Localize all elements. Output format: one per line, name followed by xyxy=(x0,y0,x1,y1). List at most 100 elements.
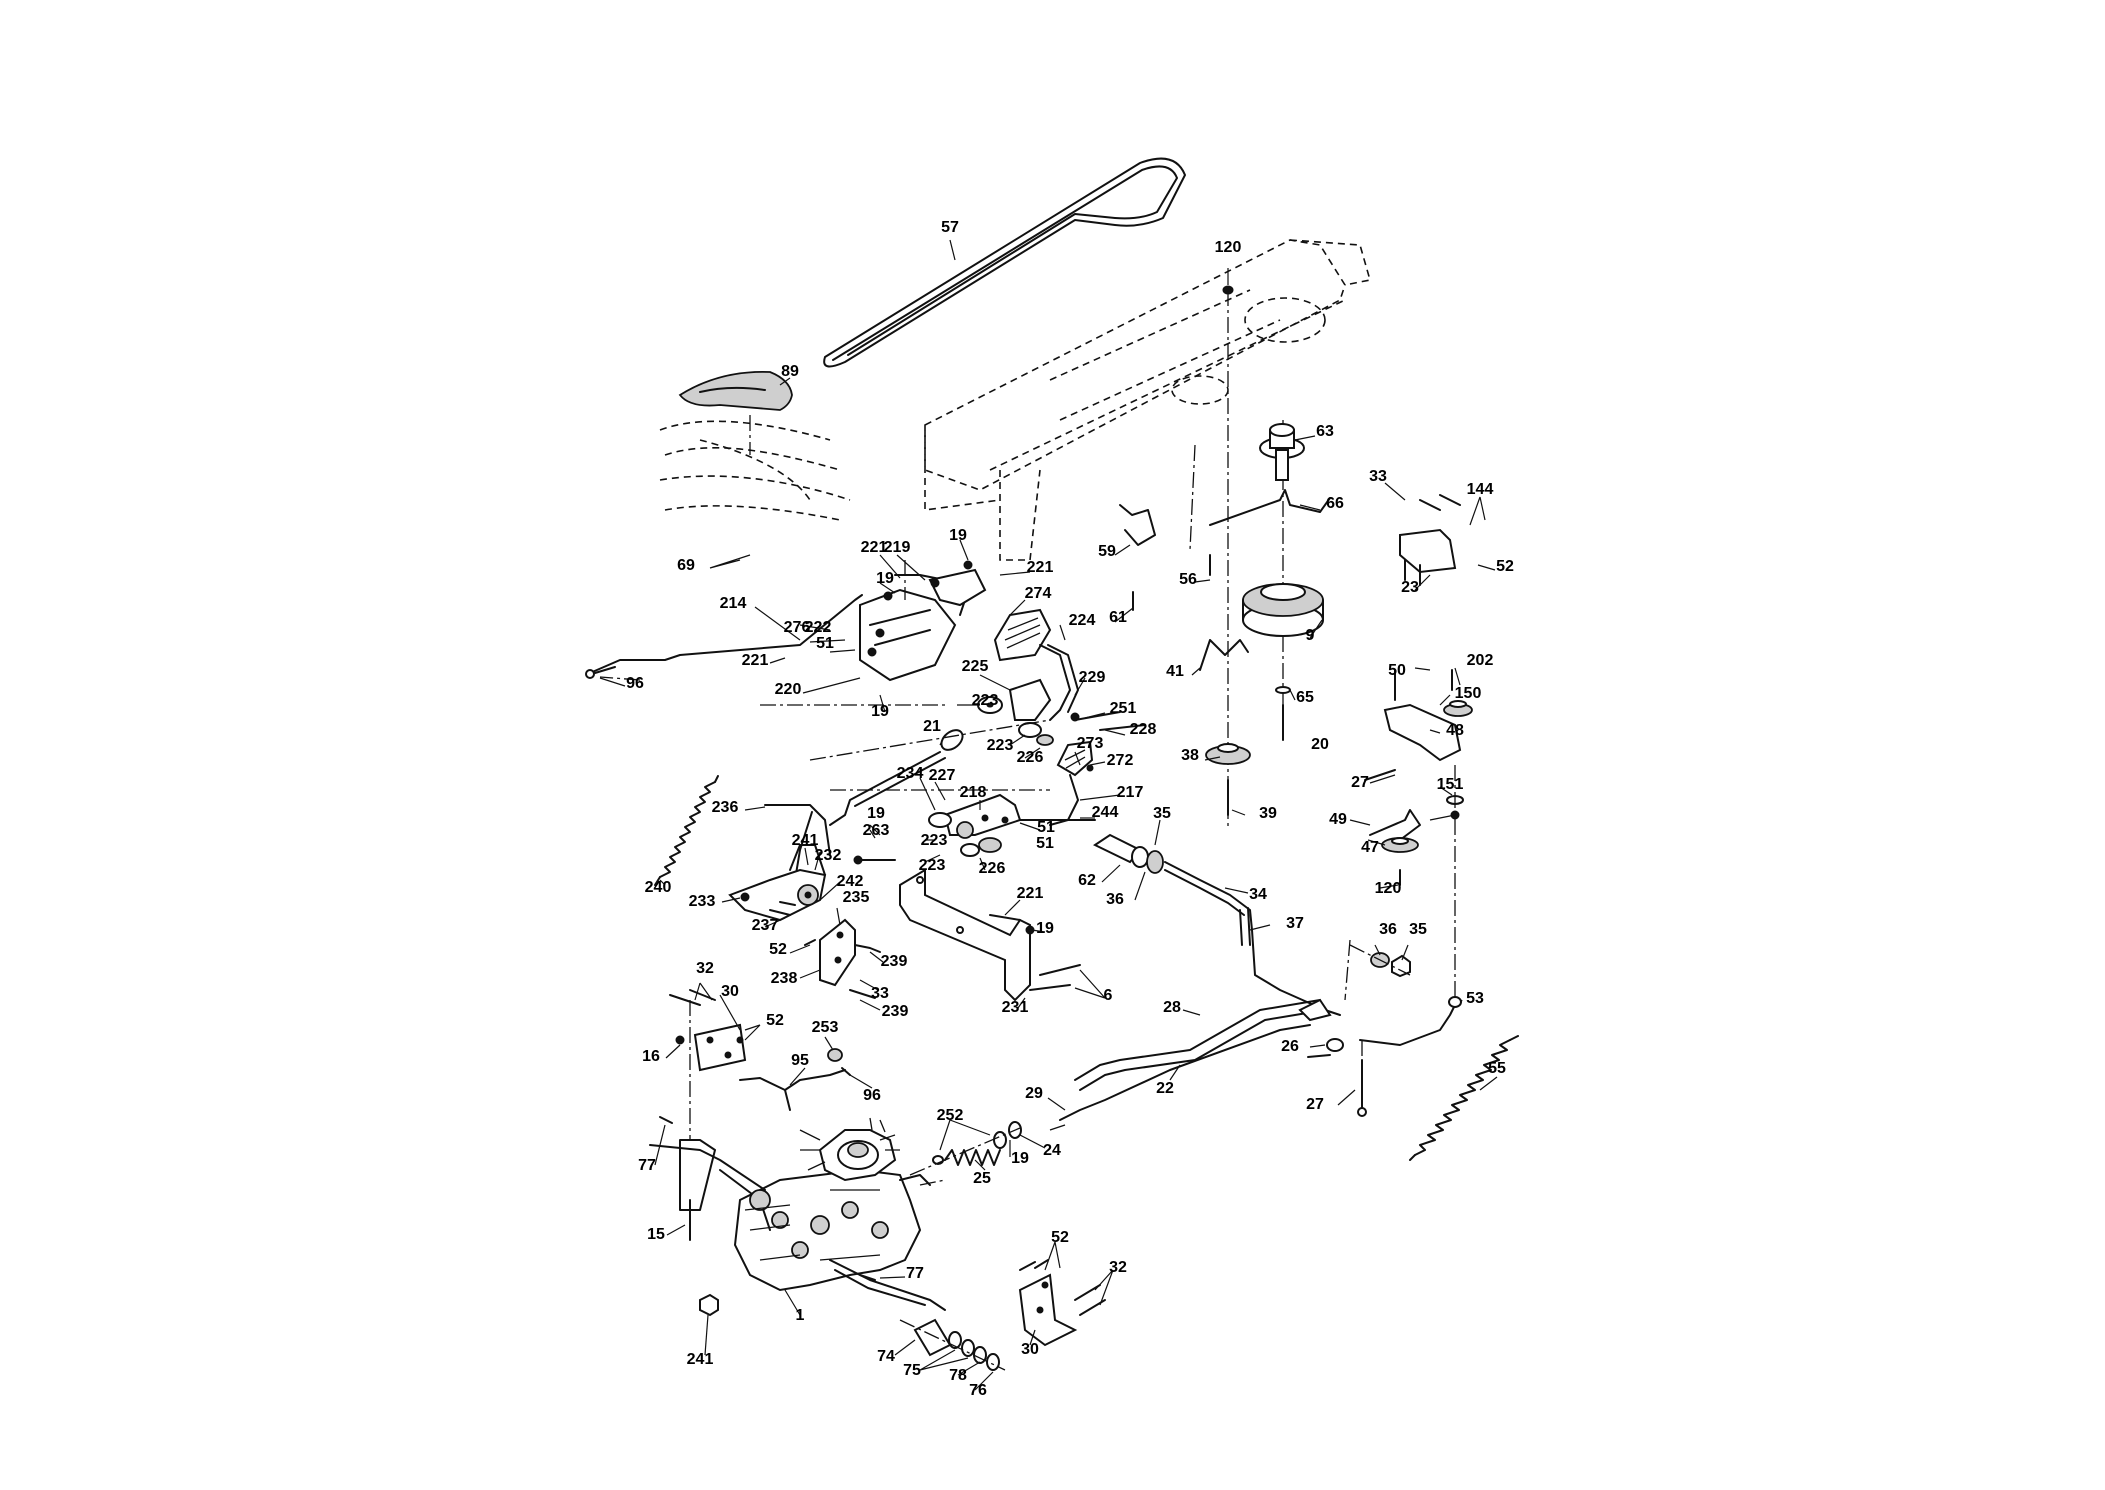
bolt-239-a xyxy=(854,944,881,953)
callout-33: 33 xyxy=(1369,468,1387,485)
callout-223: 223 xyxy=(919,857,946,874)
callout-241: 241 xyxy=(687,1351,714,1368)
bracket-220 xyxy=(859,574,966,682)
callout-77: 77 xyxy=(638,1157,656,1174)
callout-253: 253 xyxy=(812,1019,839,1036)
lever-234 xyxy=(829,729,964,826)
callout-76: 76 xyxy=(969,1382,987,1399)
callout-19: 19 xyxy=(876,570,894,587)
spring-240 xyxy=(654,775,719,886)
callout-66: 66 xyxy=(1326,495,1344,512)
washer-226-lower xyxy=(978,837,1002,853)
callout-144: 144 xyxy=(1467,481,1494,498)
callout-38: 38 xyxy=(1181,747,1199,764)
pedal-arm-217 xyxy=(1049,774,1079,826)
callout-226: 226 xyxy=(1017,749,1044,766)
bracket-225 xyxy=(1008,678,1052,721)
callout-239: 239 xyxy=(881,953,908,970)
callout-1: 1 xyxy=(796,1307,805,1324)
callout-37: 37 xyxy=(1286,915,1304,932)
callout-30: 30 xyxy=(721,983,739,1000)
rod-53 xyxy=(1359,1004,1456,1046)
callout-53: 53 xyxy=(1466,990,1484,1007)
callout-19: 19 xyxy=(867,805,885,822)
axle-stack-74 xyxy=(899,1318,1006,1371)
pedal-arm-224 xyxy=(1039,644,1071,721)
callout-96: 96 xyxy=(626,675,644,692)
bracket-219 xyxy=(928,560,987,607)
callout-32: 32 xyxy=(696,960,714,977)
bolt-stack-right xyxy=(1364,765,1464,1000)
bracket-59 xyxy=(1119,504,1156,546)
pin-77-upper xyxy=(659,1116,673,1124)
electric-clutch xyxy=(1242,583,1324,637)
callout-33: 33 xyxy=(871,985,889,1002)
callout-223: 223 xyxy=(921,832,948,849)
callout-241: 241 xyxy=(792,832,819,849)
callout-52: 52 xyxy=(1496,558,1514,575)
callout-229: 229 xyxy=(1079,669,1106,686)
callout-27: 27 xyxy=(1306,1096,1324,1113)
callout-leaders xyxy=(599,239,1498,1391)
callout-52: 52 xyxy=(766,1012,784,1029)
callout-24: 24 xyxy=(1043,1142,1061,1159)
callout-55: 55 xyxy=(1488,1060,1506,1077)
callout-78: 78 xyxy=(949,1367,967,1384)
callout-9: 9 xyxy=(1306,627,1315,644)
clutch-wire-lower xyxy=(1199,639,1249,671)
washer-223-lower-b xyxy=(960,843,980,857)
callout-30: 30 xyxy=(1021,1341,1039,1358)
callout-233: 233 xyxy=(689,893,716,910)
callout-239: 239 xyxy=(882,1003,909,1020)
callout-75: 75 xyxy=(903,1362,921,1379)
nut-120-top xyxy=(1222,285,1234,295)
clutch-wire xyxy=(1209,489,1331,526)
idler-pulley-47 xyxy=(1369,809,1421,886)
rod-95 xyxy=(739,1048,851,1111)
bracket-231 xyxy=(899,868,1035,1002)
callout-221: 221 xyxy=(742,652,769,669)
washer-226-upper xyxy=(1036,734,1054,746)
bolt-221-lower xyxy=(989,914,1021,921)
callout-217: 217 xyxy=(1117,784,1144,801)
callout-95: 95 xyxy=(791,1052,809,1069)
callout-220: 220 xyxy=(775,681,802,698)
callout-49: 49 xyxy=(1329,811,1347,828)
callout-16: 16 xyxy=(642,1048,660,1065)
bolt-228 xyxy=(1099,724,1146,731)
rod-236 xyxy=(764,804,831,856)
callout-21: 21 xyxy=(923,718,941,735)
callout-69: 69 xyxy=(677,557,695,574)
callout-232: 232 xyxy=(815,847,842,864)
bracket-238 xyxy=(804,918,856,987)
callout-273: 273 xyxy=(1077,735,1104,752)
callout-59: 59 xyxy=(1098,543,1116,560)
callout-labels: 5712089633314466522359566922121919221192… xyxy=(626,219,1514,1399)
callout-50: 50 xyxy=(1388,662,1406,679)
callout-234: 234 xyxy=(897,765,924,782)
callout-221: 221 xyxy=(1017,885,1044,902)
callout-48: 48 xyxy=(1446,722,1464,739)
callout-74: 74 xyxy=(877,1348,895,1365)
callout-223: 223 xyxy=(987,737,1014,754)
callout-224: 224 xyxy=(1069,612,1096,629)
bolt-6-b xyxy=(1029,984,1071,991)
callout-52: 52 xyxy=(769,941,787,958)
callout-231: 231 xyxy=(1002,999,1029,1016)
bracket-30-lower xyxy=(1018,1259,1106,1347)
clutch-axis xyxy=(1227,290,1284,830)
callout-22: 22 xyxy=(1156,1080,1174,1097)
bolt-251 xyxy=(1074,711,1121,721)
transaxle xyxy=(649,1000,946,1311)
callout-218: 218 xyxy=(960,784,987,801)
callout-237: 237 xyxy=(752,917,779,934)
callout-223: 223 xyxy=(972,692,999,709)
drive-belt xyxy=(823,157,1186,368)
pin-77-lower xyxy=(859,1274,876,1281)
callout-52: 52 xyxy=(1051,1229,1069,1246)
callout-36: 36 xyxy=(1106,891,1124,908)
callout-240: 240 xyxy=(645,879,672,896)
seat-bracket xyxy=(678,370,793,411)
callout-19: 19 xyxy=(949,527,967,544)
bracket-23 xyxy=(1399,494,1461,586)
